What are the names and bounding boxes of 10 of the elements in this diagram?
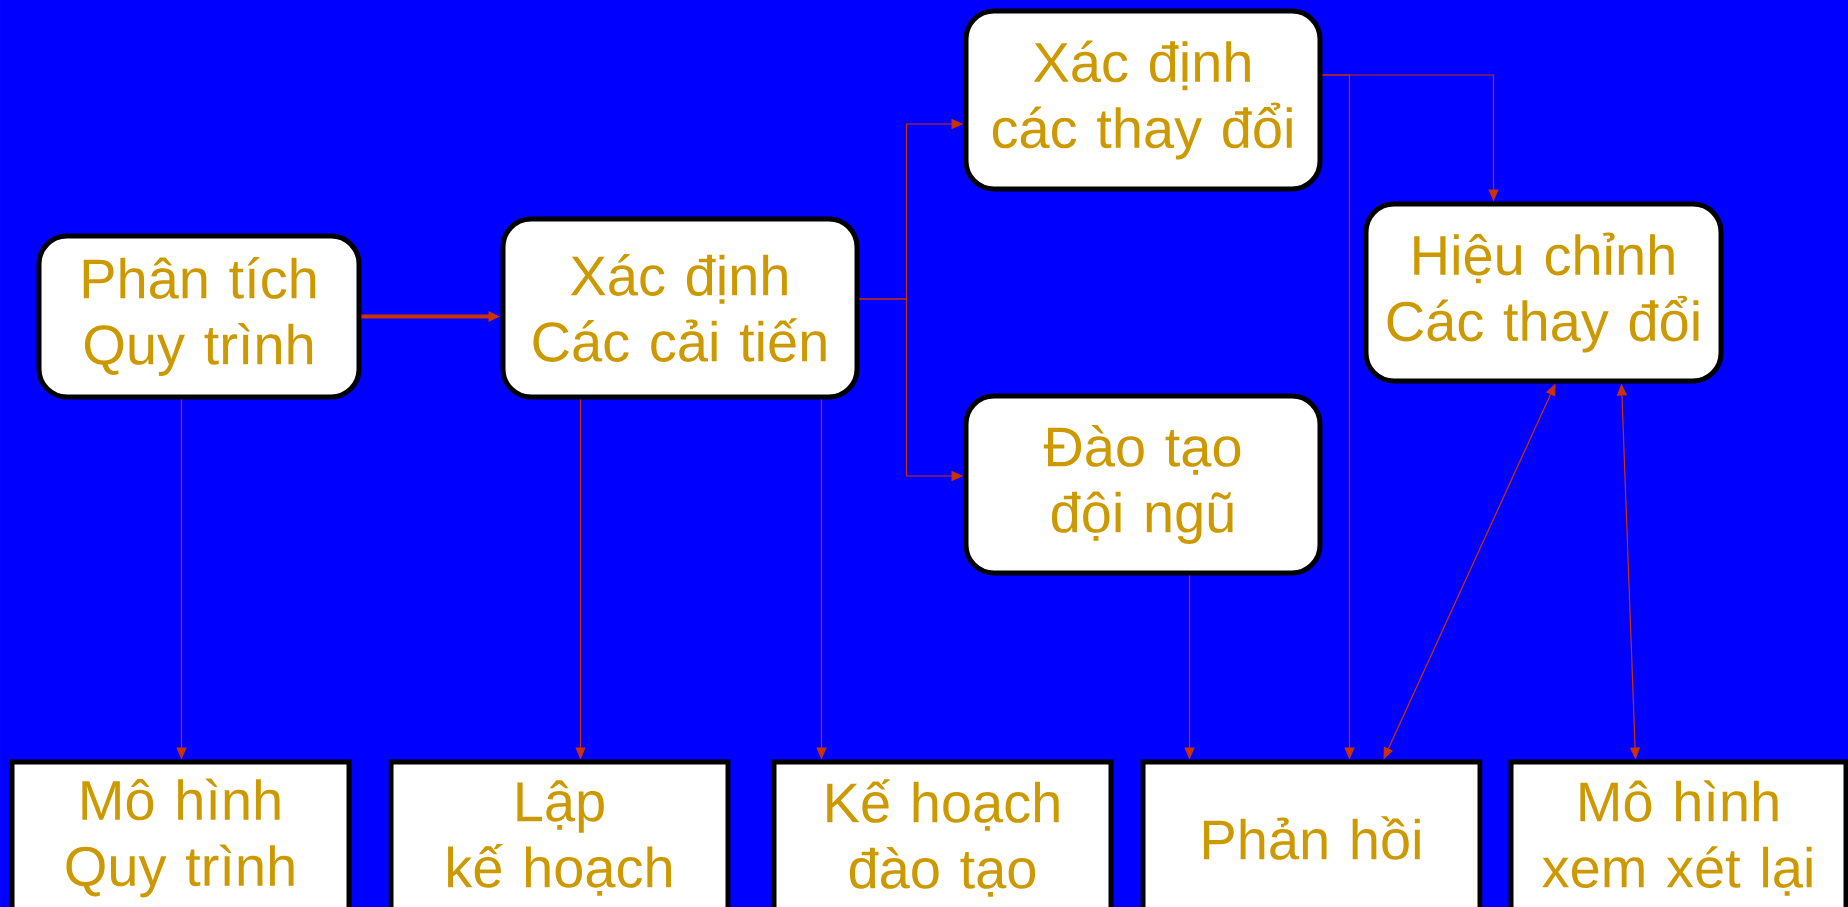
process-box: Đào tạo đội ngũ xyxy=(963,393,1323,576)
output-box: Kế hoạch đào tạo xyxy=(771,759,1114,907)
output-box: Phản hồi xyxy=(1140,759,1483,907)
process-box: Xác định Các cải tiến xyxy=(500,216,860,400)
output-box: Mô hình xem xét lại xyxy=(1508,759,1848,907)
process-box: Hiệu chỉnh Các thay đổi xyxy=(1363,201,1724,384)
process-box: Phân tích Quy trình xyxy=(36,233,362,400)
output-box: Lập kế hoạch xyxy=(388,759,731,907)
output-box: Mô hình Quy trình xyxy=(9,759,352,907)
process-box: Xác định các thay đổi xyxy=(963,8,1323,192)
